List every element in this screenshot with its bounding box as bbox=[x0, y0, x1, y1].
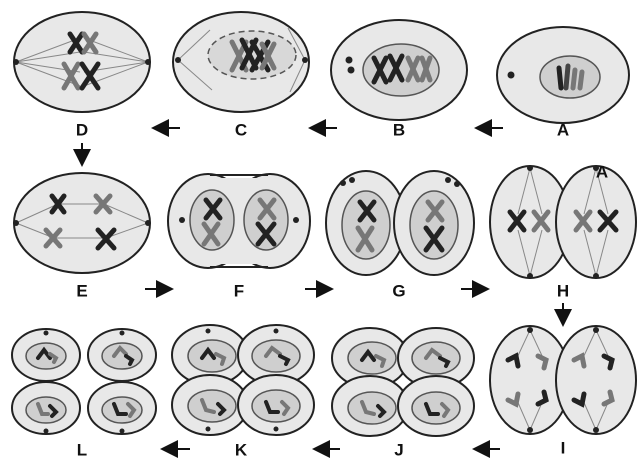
cell-stage-h bbox=[490, 165, 636, 279]
label-stage-c: C bbox=[235, 122, 247, 139]
cell-stage-a bbox=[497, 27, 629, 123]
cell-stage-f bbox=[168, 174, 310, 268]
label-stage-b: B bbox=[393, 122, 405, 139]
label-stage-j: J bbox=[394, 442, 403, 459]
cell-stage-c bbox=[173, 12, 309, 112]
cell-stage-k bbox=[172, 325, 314, 435]
label-stage-k: K bbox=[235, 442, 247, 459]
label-stage-i: I bbox=[561, 440, 566, 457]
label-stage-h-corner: A bbox=[596, 164, 608, 181]
label-stage-f: F bbox=[234, 283, 244, 300]
label-stage-l: L bbox=[77, 442, 87, 459]
label-stage-d: D bbox=[76, 122, 88, 139]
label-stage-e: E bbox=[76, 283, 87, 300]
label-stage-a: A bbox=[557, 122, 569, 139]
label-stage-h: H bbox=[557, 283, 569, 300]
cell-stage-g bbox=[326, 171, 474, 275]
cell-stage-i bbox=[490, 326, 636, 434]
label-stage-g: G bbox=[392, 283, 405, 300]
cell-stage-d bbox=[13, 12, 151, 112]
cell-stage-b bbox=[331, 20, 467, 120]
cell-stage-e bbox=[13, 173, 151, 273]
cell-stage-l bbox=[12, 329, 156, 434]
cell-stage-j bbox=[332, 328, 474, 436]
